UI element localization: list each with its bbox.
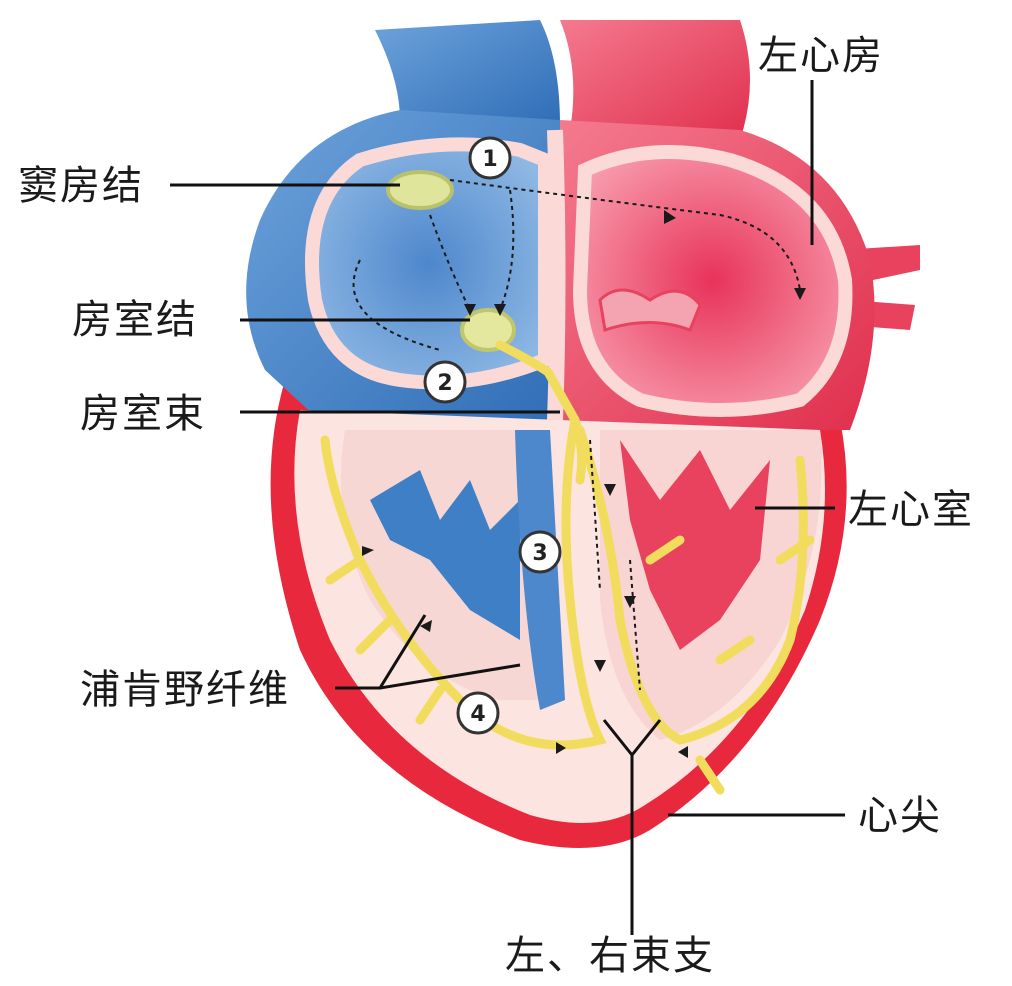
svg-text:3: 3 [532,541,547,566]
label-av-bundle: 房室束 [80,394,206,434]
label-left-ventricle: 左心室 [848,490,974,530]
marker-3: 3 [520,532,560,572]
label-apex: 心尖 [858,796,942,836]
marker-4: 4 [458,693,498,733]
svg-text:4: 4 [470,702,485,727]
label-purkinje-fibers: 浦肯野纤维 [80,670,290,710]
svg-text:1: 1 [482,147,497,172]
label-left-atrium: 左心房 [758,36,884,76]
label-sinoatrial-node: 窦房结 [18,166,144,206]
superior-vena-cava [375,20,560,125]
sa-node [388,172,452,208]
label-bundle-branches: 左、右束支 [505,936,715,976]
label-av-node: 房室结 [72,300,198,340]
svg-text:2: 2 [437,371,452,396]
marker-1: 1 [470,138,510,178]
marker-2: 2 [425,362,465,402]
